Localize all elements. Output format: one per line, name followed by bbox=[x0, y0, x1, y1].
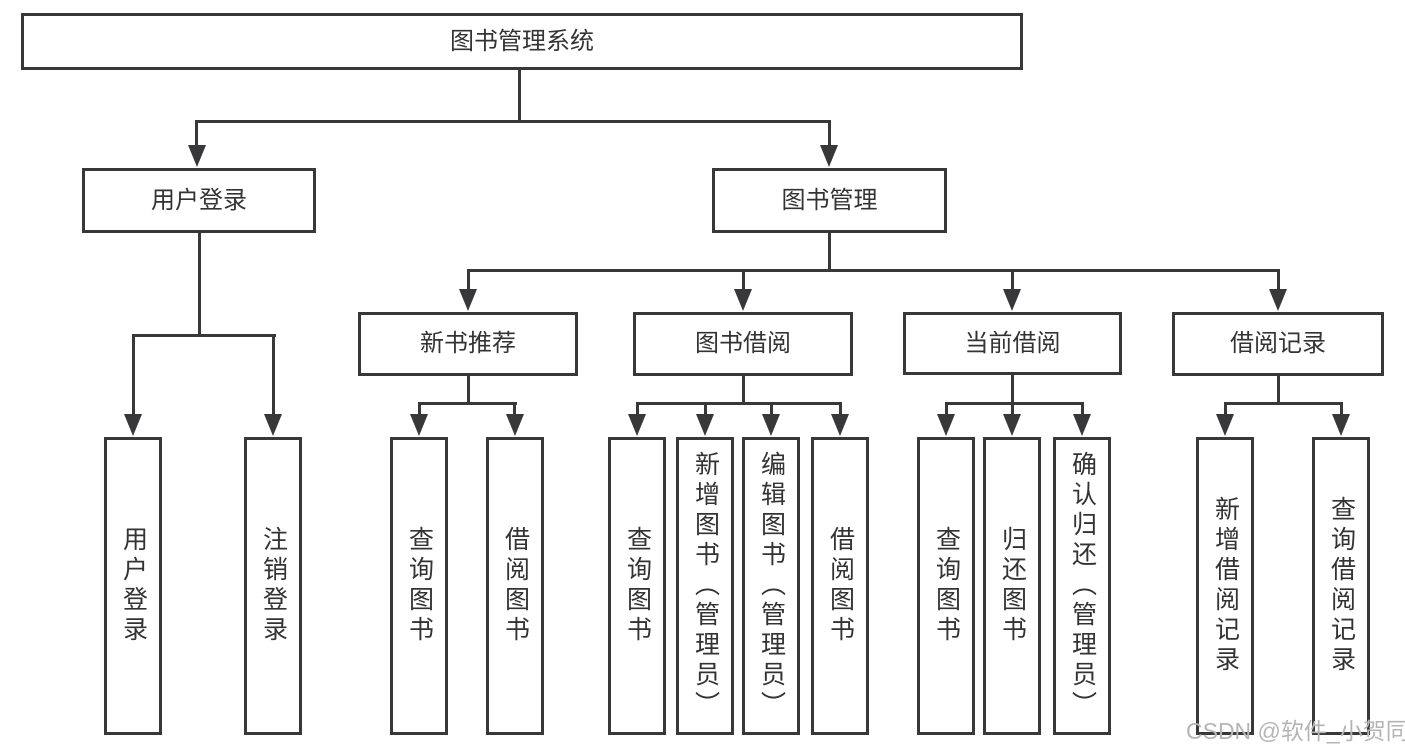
arrow-down-icon bbox=[1073, 414, 1091, 436]
node-label: 确认归还（管理员） bbox=[1068, 451, 1097, 721]
connector-current-borrow-stem bbox=[1011, 375, 1014, 405]
connector-new-books-stem bbox=[467, 375, 470, 405]
node-label: 注销登录 bbox=[259, 526, 288, 646]
arrow-down-icon bbox=[264, 414, 282, 436]
connector-drop bbox=[770, 402, 773, 416]
connector-borrow-records-branch bbox=[1224, 402, 1343, 405]
node-label: 图书借阅 bbox=[695, 330, 791, 357]
connector-drop-borrow-records bbox=[1277, 269, 1280, 293]
node-current-borrowing: 当前借阅 bbox=[903, 312, 1122, 375]
node-label: 新增借阅记录 bbox=[1211, 496, 1240, 676]
connector-drop-new-books bbox=[467, 269, 470, 293]
connector-drop bbox=[636, 402, 639, 416]
connector-drop bbox=[1224, 402, 1227, 416]
connector-drop bbox=[513, 402, 516, 416]
node-borrowing-records: 借阅记录 bbox=[1172, 312, 1384, 376]
csdn-watermark: CSDN @软件_小贺同学 bbox=[1186, 718, 1405, 744]
arrow-down-icon bbox=[188, 145, 206, 167]
node-user-login-leaf: 用户登录 bbox=[104, 437, 162, 735]
arrow-down-icon bbox=[937, 414, 955, 436]
node-label: 借阅记录 bbox=[1230, 330, 1326, 357]
node-label: 编辑图书（管理员） bbox=[757, 451, 786, 721]
node-add-borrow-record: 新增借阅记录 bbox=[1196, 437, 1254, 735]
arrow-down-icon bbox=[1332, 414, 1350, 436]
arrow-down-icon bbox=[820, 145, 838, 167]
arrow-down-icon bbox=[506, 414, 524, 436]
connector-root-stem bbox=[518, 69, 521, 121]
connector-drop bbox=[1011, 402, 1014, 416]
connector-drop-logout bbox=[272, 334, 275, 420]
connector-current-borrow-branch bbox=[945, 402, 1084, 405]
node-borrow-books-borrowing: 借阅图书 bbox=[811, 437, 869, 735]
node-logout: 注销登录 bbox=[244, 437, 302, 735]
connector-new-books-branch bbox=[418, 402, 517, 405]
connector-drop-book-borrow bbox=[742, 269, 745, 293]
connector-drop bbox=[1340, 402, 1343, 416]
node-library-management-system: 图书管理系统 bbox=[21, 13, 1023, 70]
node-label: 用户登录 bbox=[151, 186, 247, 214]
node-label: 借阅图书 bbox=[501, 526, 530, 646]
connector-drop bbox=[1081, 402, 1084, 416]
node-label: 用户登录 bbox=[119, 526, 148, 646]
arrow-down-icon bbox=[762, 414, 780, 436]
node-label: 查询图书 bbox=[405, 526, 434, 646]
arrow-down-icon bbox=[410, 414, 428, 436]
node-label: 图书管理系统 bbox=[450, 27, 594, 55]
arrow-down-icon bbox=[831, 414, 849, 436]
arrow-down-icon bbox=[628, 414, 646, 436]
connector-user-login-stem bbox=[198, 232, 201, 336]
node-label: 查询图书 bbox=[623, 526, 652, 646]
connector-drop bbox=[704, 402, 707, 416]
node-edit-books-admin: 编辑图书（管理员） bbox=[742, 437, 800, 735]
node-query-books-recommend: 查询图书 bbox=[390, 437, 448, 735]
connector-drop bbox=[839, 402, 842, 416]
connector-borrow-records-stem bbox=[1277, 375, 1280, 405]
arrow-down-icon bbox=[734, 289, 752, 311]
node-label: 新书推荐 bbox=[420, 330, 516, 357]
connector-drop bbox=[418, 402, 421, 416]
node-label: 借阅图书 bbox=[826, 526, 855, 646]
arrow-down-icon bbox=[1003, 414, 1021, 436]
node-label: 查询借阅记录 bbox=[1327, 496, 1356, 676]
arrow-down-icon bbox=[459, 289, 477, 311]
connector-user-login-branch bbox=[132, 334, 276, 337]
arrow-down-icon bbox=[696, 414, 714, 436]
connector-drop bbox=[945, 402, 948, 416]
node-query-borrow-record: 查询借阅记录 bbox=[1312, 437, 1370, 735]
arrow-down-icon bbox=[1216, 414, 1234, 436]
node-query-books-borrowing: 查询图书 bbox=[608, 437, 666, 735]
node-user-login: 用户登录 bbox=[82, 168, 316, 233]
node-add-books-admin: 新增图书（管理员） bbox=[676, 437, 734, 735]
connector-root-branch bbox=[196, 120, 831, 123]
connector-book-borrow-branch bbox=[636, 402, 842, 405]
connector-drop-book-mgmt bbox=[828, 120, 831, 148]
node-label: 图书管理 bbox=[781, 186, 878, 214]
node-label: 查询图书 bbox=[932, 526, 961, 646]
connector-book-mgmt-branch bbox=[467, 269, 1280, 272]
arrow-down-icon bbox=[1269, 289, 1287, 311]
connector-drop-login-action bbox=[132, 334, 135, 420]
connector-drop-user-login bbox=[195, 120, 198, 148]
node-confirm-return-admin: 确认归还（管理员） bbox=[1053, 437, 1111, 735]
arrow-down-icon bbox=[1003, 289, 1021, 311]
node-label: 归还图书 bbox=[998, 526, 1027, 646]
connector-book-mgmt-stem bbox=[828, 233, 831, 272]
node-return-books: 归还图书 bbox=[983, 437, 1041, 735]
node-book-management: 图书管理 bbox=[712, 168, 947, 233]
connector-book-borrow-stem bbox=[742, 375, 745, 405]
node-borrow-books-recommend: 借阅图书 bbox=[486, 437, 544, 735]
node-label: 新增图书（管理员） bbox=[691, 451, 720, 721]
node-query-books-current: 查询图书 bbox=[917, 437, 975, 735]
arrow-down-icon bbox=[124, 414, 142, 436]
connector-drop-current-borrow bbox=[1011, 269, 1014, 293]
node-new-book-recommend: 新书推荐 bbox=[358, 312, 578, 376]
node-label: 当前借阅 bbox=[964, 329, 1061, 357]
node-book-borrowing: 图书借阅 bbox=[633, 312, 853, 376]
